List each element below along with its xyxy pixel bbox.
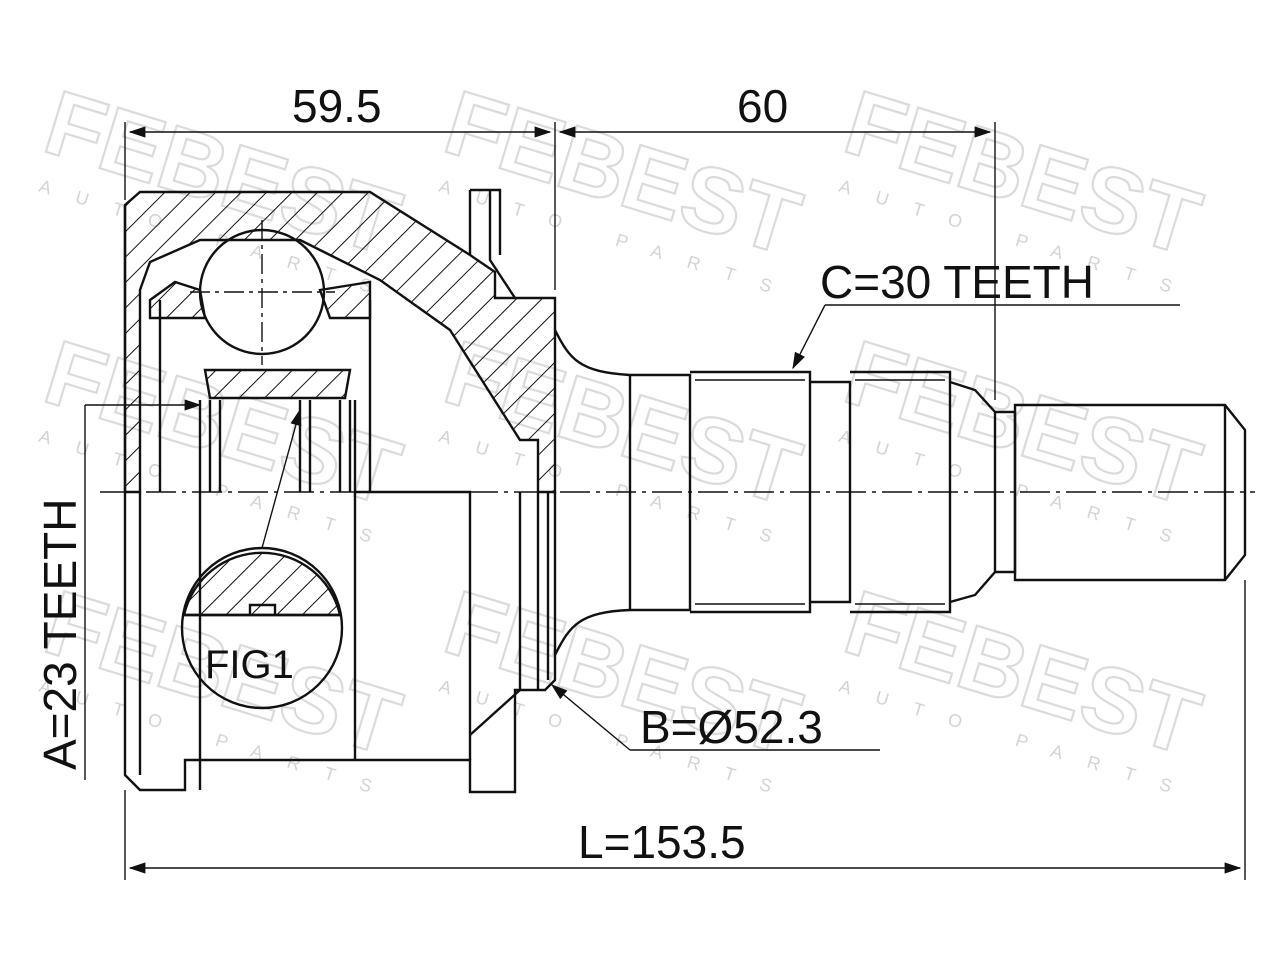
ball-bearing [190, 220, 335, 365]
outer-housing [123, 188, 557, 494]
dim-b-text: B=Ø52.3 [640, 701, 823, 753]
dim-c-text: C=30 TEETH [820, 256, 1094, 308]
dim-top-left-text: 59.5 [292, 80, 382, 132]
fig1-detail: FIG1 [180, 408, 344, 710]
dimension-l-length: L=153.5 [124, 580, 1246, 880]
dim-a-text: A=23 TEETH [34, 499, 86, 770]
watermark-layer: FEBEST AUTO PARTS FEBEST AUTO PARTS FEBE… [33, 70, 1212, 804]
dimension-c-spline: C=30 TEETH [792, 256, 1180, 370]
dimension-a-spline: A=23 TEETH [34, 399, 202, 780]
fig1-label: FIG1 [205, 643, 294, 687]
dimension-59-5: 59.5 [124, 80, 556, 290]
dimension-60: 60 [558, 80, 996, 400]
dim-l-text: L=153.5 [578, 816, 746, 868]
dimension-b-diameter: B=Ø52.3 [550, 684, 880, 753]
dim-top-right-text: 60 [737, 80, 788, 132]
